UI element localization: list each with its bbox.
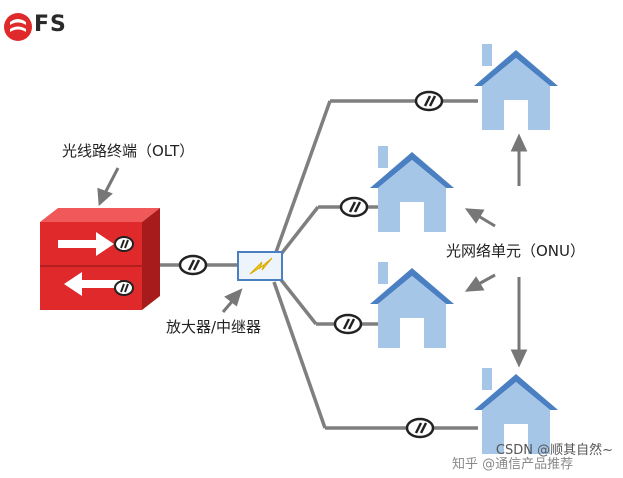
zhihu-watermark: 知乎 @通信产品推荐 — [452, 457, 574, 472]
repeater-device-icon — [237, 251, 283, 281]
onu-label: 光网络单元（ONU） — [446, 242, 586, 260]
repeater-label: 放大器/中继器 — [166, 318, 262, 336]
connector-icon — [405, 417, 435, 439]
connector-icon — [339, 196, 369, 218]
house-icon — [474, 368, 558, 454]
fiber-branch-3 — [276, 274, 318, 326]
fiber-branch-2 — [276, 205, 320, 260]
olt-label: 光线路终端（OLT） — [62, 142, 195, 160]
csdn-watermark: CSDN @顺其自然~ — [495, 443, 613, 458]
fiber-branch-4 — [272, 281, 327, 429]
house-icon — [474, 44, 558, 130]
connector-icon — [178, 254, 208, 276]
connector-icon — [414, 90, 444, 112]
pointer-arrows — [97, 133, 528, 368]
house-icon — [370, 262, 454, 348]
connector-badges — [178, 90, 444, 439]
olt-device-icon — [40, 208, 160, 310]
connector-icon — [333, 313, 363, 335]
brand-logo-text: FS — [34, 12, 67, 37]
fs-logo-icon — [4, 13, 32, 41]
house-icon — [370, 146, 454, 232]
fiber-branch-1 — [273, 100, 332, 256]
